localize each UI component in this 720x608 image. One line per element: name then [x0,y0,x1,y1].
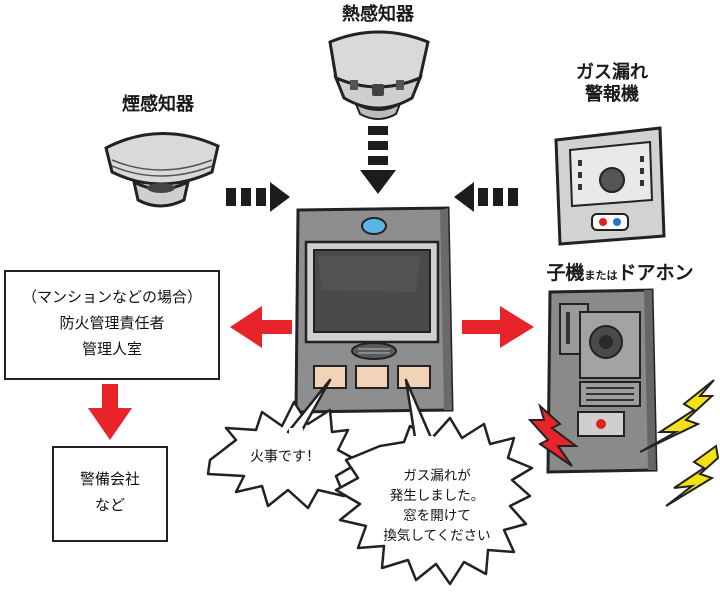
gas-bubble-line-3: 窓を開けて [403,508,471,524]
gas-bubble-line-2: 発生しました。 [389,488,485,504]
heat-detector-icon [328,30,430,120]
gas-bubble-line-1: ガス漏れが [403,468,471,484]
arrow-smoke-to-master [226,182,290,212]
security-company-box [52,446,168,542]
gas-speech-bubble [334,378,534,586]
alarm-spark-red-icon [527,402,579,467]
responsible-party-manager: 防火管理責任者 [59,314,165,332]
gas-alarm-icon [554,126,666,246]
arrow-heat-to-master [360,126,396,194]
fire-speech-bubble [206,378,362,510]
arrow-master-to-left-box [230,306,292,348]
security-company-line-2: など [94,496,125,514]
smoke-detector-icon [104,132,220,208]
arrow-master-to-sub-unit [462,306,534,348]
sub-unit-doorphone-icon [546,288,658,474]
responsible-party-text: （マンションなどの場合） 防火管理責任者 管理人室 [6,284,218,362]
alarm-spark-yellow-icon [639,379,720,507]
gas-alarm-label: ガス漏れ 警報機 [552,62,672,106]
responsible-party-box [4,270,220,380]
sub-unit-label: 子機またはドアホン [522,262,718,285]
gas-bubble-line-4: 換気してください [383,528,491,544]
security-company-text: 警備会社 など [54,466,166,518]
fire-bubble-text: 火事です！ [250,449,320,465]
master-unit [294,206,454,414]
arrow-left-box-to-lower-box [88,384,132,440]
sub-unit-label-main: 子機 [546,262,585,284]
security-company-line-1: 警備会社 [79,470,140,488]
gas-alarm-label-line-2: 警報機 [585,83,639,105]
sub-unit-label-or: または [584,269,618,282]
gas-alarm-label-line-1: ガス漏れ [576,62,648,83]
heat-detector-label: 熱感知器 [342,4,414,25]
arrow-gas-to-master [454,182,518,212]
smoke-detector-label: 煙感知器 [122,94,194,115]
gas-bubble-text: ガス漏れが 発生しました。 窓を開けて 換気してください [362,466,512,546]
responsible-party-office: 管理人室 [81,340,142,358]
responsible-party-condition: （マンションなどの場合） [21,288,202,306]
sub-unit-label-doorphone: ドアホン [617,262,694,284]
